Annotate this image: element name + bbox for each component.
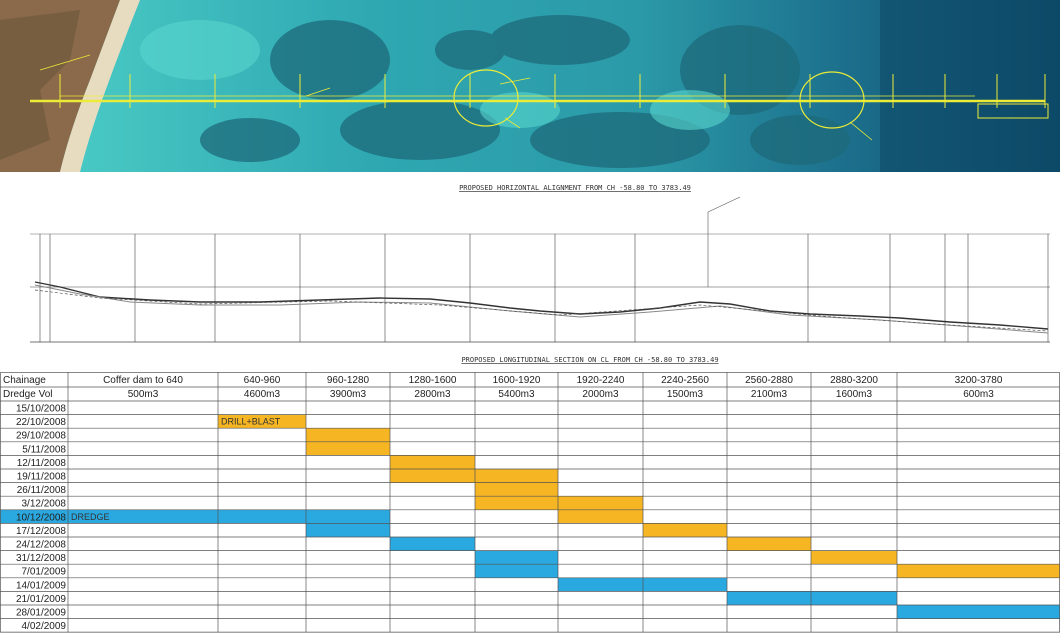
dredge-volume-value: 2000m3 <box>582 389 619 400</box>
schedule-date: 19/11/2008 <box>17 472 67 483</box>
chainage-column-header: 1600-1920 <box>493 375 541 386</box>
dredge-volume-value: 3900m3 <box>330 389 367 400</box>
longitudinal-section-title: PROPOSED LONGITUDINAL SECTION ON CL FROM… <box>461 356 718 364</box>
chainage-column-header: 2560-2880 <box>745 375 793 386</box>
schedule-date: 7/01/2009 <box>22 567 67 578</box>
schedule-date: 5/11/2008 <box>22 444 66 455</box>
chainage-header: Chainage <box>3 375 46 386</box>
horizontal-alignment-title: PROPOSED HORIZONTAL ALIGNMENT FROM CH -5… <box>459 184 691 192</box>
schedule-date: 15/10/2008 <box>16 404 66 415</box>
chainage-column-header: 1280-1600 <box>409 375 457 386</box>
end-marker-box <box>977 103 1049 119</box>
deep-water <box>880 0 1060 172</box>
chainage-column-header: 3200-3780 <box>955 375 1003 386</box>
schedule-date: 4/02/2009 <box>22 621 67 632</box>
chainage-column-header: 960-1280 <box>327 375 370 386</box>
dredge-bar <box>0 509 390 524</box>
dredge-volume-value: 4600m3 <box>244 389 281 400</box>
schedule-date: 28/01/2009 <box>16 608 66 619</box>
chainage-ticks <box>59 74 1046 108</box>
schedule-date: 14/01/2009 <box>16 580 66 591</box>
dredge-volume-value: 600m3 <box>963 389 994 400</box>
dredge-bar <box>475 550 558 565</box>
leader-4 <box>305 87 331 97</box>
design-profile <box>34 289 1049 332</box>
leader-2 <box>504 117 521 129</box>
schedule-date: 22/10/2008 <box>16 417 66 428</box>
dredge-volume-value: 1600m3 <box>836 389 873 400</box>
dredge-bar <box>727 591 897 605</box>
schedule-date: 10/12/2008 <box>16 512 66 523</box>
dredge-label: DREDGE <box>71 512 110 522</box>
schedule-date: 17/12/2008 <box>16 526 66 537</box>
schedule-date: 3/12/2008 <box>22 499 67 510</box>
engineering-drawing: PROPOSED HORIZONTAL ALIGNMENT FROM CH -5… <box>30 184 1050 364</box>
zone-circle-1 <box>453 69 519 127</box>
leader-3 <box>849 121 873 141</box>
drill-blast-bar <box>643 523 727 537</box>
dredge-bar <box>558 577 727 592</box>
dredge-bar <box>306 523 390 537</box>
drill-blast-bar <box>727 537 811 551</box>
schedule-date: 24/12/2008 <box>16 540 66 551</box>
dredge-bar <box>390 537 475 551</box>
chainage-column-header: 640-960 <box>244 375 281 386</box>
chainage-column-header: Coffer dam to 640 <box>103 375 183 386</box>
schedule-date: 12/11/2008 <box>17 458 67 469</box>
schedule-date: 21/01/2009 <box>16 594 66 605</box>
zone-circle-2 <box>799 71 865 129</box>
dredge-volume-value: 2800m3 <box>414 389 451 400</box>
dredge-volume-value: 1500m3 <box>667 389 704 400</box>
leader-5 <box>39 54 91 71</box>
land-texture <box>0 10 80 160</box>
drill-blast-label: DRILL+BLAST <box>221 417 281 427</box>
schedule-date: 31/12/2008 <box>16 553 66 564</box>
dredge-bar <box>897 605 1060 619</box>
dredge-volume-value: 5400m3 <box>498 389 535 400</box>
dredge-bar <box>475 564 558 578</box>
drill-blast-bar <box>897 564 1060 578</box>
leader-1 <box>499 77 531 85</box>
schedule-grid <box>0 372 1060 633</box>
drill-blast-bar <box>811 550 897 565</box>
schedule-bars <box>0 414 1060 619</box>
drill-blast-bar <box>475 469 558 510</box>
beach <box>60 0 140 172</box>
aerial-photo <box>0 0 1060 172</box>
chainage-column-header: 2240-2560 <box>661 375 709 386</box>
dredge-volume-value: 500m3 <box>128 389 159 400</box>
chainage-column-header: 2880-3200 <box>830 375 878 386</box>
chainage-column-header: 1920-2240 <box>577 375 625 386</box>
drill-blast-bar <box>218 414 306 429</box>
section-grid <box>39 234 1049 342</box>
chainage-marker-label-leader <box>707 196 741 213</box>
dredge-profile <box>34 284 1049 334</box>
seabed-profile <box>34 281 1049 330</box>
dredge-volume-value: 2100m3 <box>751 389 788 400</box>
schedule-date: 26/11/2008 <box>17 485 67 496</box>
dredge-vol-header: Dredge Vol <box>3 389 52 400</box>
schedule-date: 29/10/2008 <box>16 431 66 442</box>
